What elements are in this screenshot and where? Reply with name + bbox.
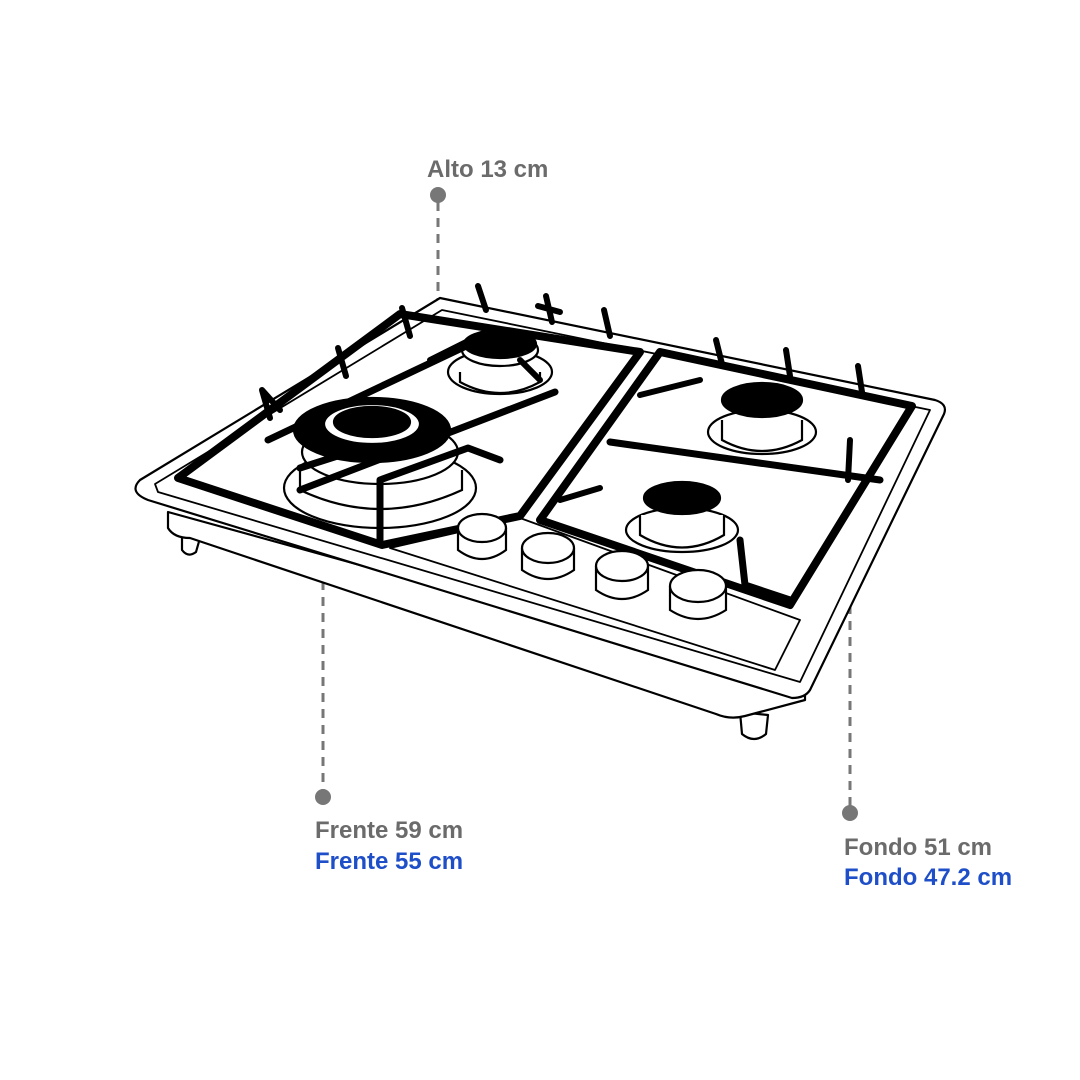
front-right-foot [738, 710, 770, 741]
depth-leader-dot [842, 805, 858, 821]
grate-left [174, 310, 644, 549]
leader-dots [315, 187, 858, 821]
front-inner-label: Frente 55 cm [315, 848, 464, 875]
height-leader-dot [430, 187, 446, 203]
burners [282, 328, 818, 554]
control-knobs [456, 512, 728, 621]
depth-outer-label: Fondo 51 cm [844, 834, 993, 861]
knob-3 [594, 549, 650, 601]
height-label: Alto 13 cm [427, 156, 549, 183]
front-outer-label: Frente 59 cm [315, 817, 464, 844]
top-plate-inner-rim [154, 309, 931, 683]
burner-front-right [624, 480, 740, 554]
lower-tray [166, 510, 807, 719]
knob-4 [668, 568, 728, 621]
leader-lines [321, 202, 852, 806]
burner-back-right [706, 381, 818, 456]
front-leader-dot [315, 789, 331, 805]
knob-1 [456, 512, 508, 561]
knob-2 [520, 531, 576, 581]
grate-fingers [259, 283, 865, 421]
depth-inner-label: Fondo 47.2 cm [844, 864, 1013, 891]
